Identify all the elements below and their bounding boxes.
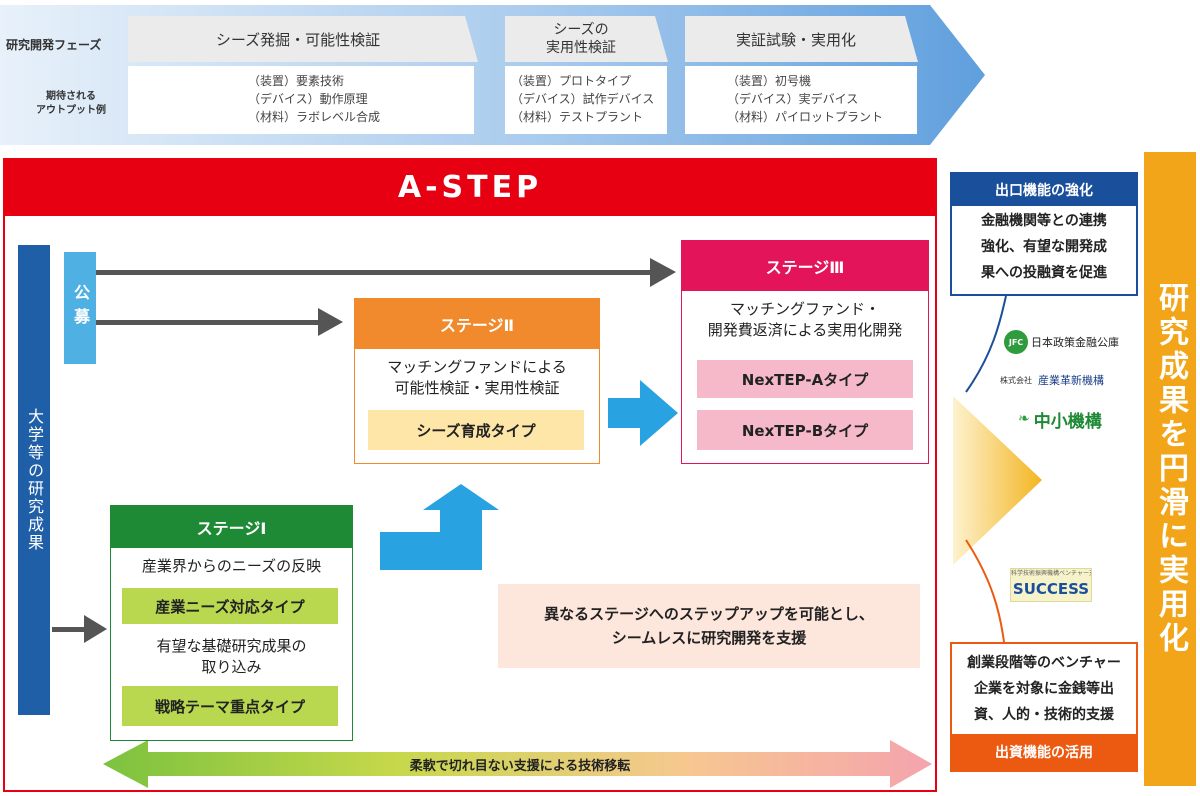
inno-logo: 株式会社 産業革新機構 (1000, 370, 1140, 390)
phase-row-label: 研究開発フェーズ (6, 38, 102, 52)
right-banner: 研究成果を円滑に実用化 (1144, 152, 1196, 786)
output-row-label: 期待される アウトプット例 (36, 91, 106, 116)
stage1-desc2: 有望な基礎研究成果の 取り込み (156, 637, 307, 676)
phase-title-demonstration: 実証試験・実用化 (735, 30, 856, 49)
investment-function-box: 創業段階等のベンチャー 企業を対象に金銭等出 資、人的・技術的支援 出資機能の活… (950, 642, 1138, 772)
jfc-name: 日本政策金融公庫 (1031, 336, 1119, 349)
stage3-title: ステージⅢ (682, 241, 928, 291)
smrj-name: 中小機構 (1033, 411, 1102, 432)
astep-title: A-STEP (3, 158, 937, 216)
jfc-badge-icon: JFC (1004, 330, 1028, 354)
nextep-a-type: NexTEP-Aタイプ (697, 360, 913, 398)
seeds-cultivation-type: シーズ育成タイプ (368, 410, 584, 450)
exit-function-title: 出口機能の強化 (952, 174, 1136, 206)
phase-outputs-1: （装置）要素技術 （デバイス）動作原理 （材料）ラボレベル合成 (128, 66, 474, 134)
arrow-to-stage1 (52, 615, 107, 643)
investment-function-desc: 創業段階等のベンチャー 企業を対象に金銭等出 資、人的・技術的支援 (967, 655, 1121, 723)
success-small: 科学技術振興機構ベンチャー支援 (1011, 570, 1091, 577)
exit-funnel (953, 396, 1042, 565)
arrow-to-stage2 (96, 308, 343, 336)
strategic-theme-type: 戦略テーマ重点タイプ (122, 686, 338, 726)
exit-function-desc: 金融機関等との連携 強化、有望な開発成 果への投融資を促進 (981, 213, 1107, 281)
arrow-to-stage3 (96, 258, 676, 287)
university-results-bar: 大学等の研究成果 (18, 245, 50, 715)
inno-small: 株式会社 (1000, 375, 1032, 385)
stage2-title: ステージⅡ (355, 299, 599, 349)
inno-name: 産業革新機構 (1038, 374, 1104, 387)
stepup-arrow-2-3 (608, 380, 678, 446)
success-logo: 科学技術振興機構ベンチャー支援 SUCCESS (1010, 568, 1092, 602)
nextep-b-type: NexTEP-Bタイプ (697, 410, 913, 450)
industry-needs-type: 産業ニーズ対応タイプ (122, 588, 338, 624)
exit-function-box: 出口機能の強化 金融機関等との連携 強化、有望な開発成 果への投融資を促進 (950, 172, 1138, 296)
stepup-arrow-1-2 (380, 484, 499, 570)
koubo-bar: 公募 (64, 252, 96, 364)
stage1-desc1: 産業界からのニーズの反映 (141, 557, 322, 575)
smrj-logo: ❧ 中小機構 (1018, 405, 1128, 433)
jfc-logo: JFC 日本政策金融公庫 (1004, 330, 1138, 354)
phase-title-seeds-practical: シーズの 実用性検証 (546, 22, 616, 56)
investment-function-title: 出資機能の活用 (952, 734, 1136, 770)
stepup-callout: 異なるステージへのステップアップを可能とし、 シームレスに研究開発を支援 (498, 584, 920, 668)
stage2-desc: マッチングファンドによる 可能性検証・実用性検証 (387, 358, 567, 397)
phase-outputs-2: （装置）プロトタイプ （デバイス）試作デバイス （材料）テストプラント (505, 66, 667, 134)
phase-outputs-3: （装置）初号機 （デバイス）実デバイス （材料）パイロットプラント (685, 66, 917, 134)
phase-title-seeds-discovery: シーズ発掘・可能性検証 (215, 30, 381, 49)
stage3-desc: マッチングファンド・ 開発費返済による実用化開発 (707, 300, 903, 339)
exit-connector (965, 295, 1007, 393)
bottom-arrow-label: 柔軟で切れ目ない支援による技術移転 (409, 758, 631, 774)
success-name: SUCCESS (1012, 580, 1090, 598)
smrj-leaf-icon: ❧ (1018, 411, 1030, 427)
invest-connector (965, 539, 1005, 643)
stage1-title: ステージⅠ (111, 506, 352, 548)
bottom-double-arrow (103, 740, 932, 788)
